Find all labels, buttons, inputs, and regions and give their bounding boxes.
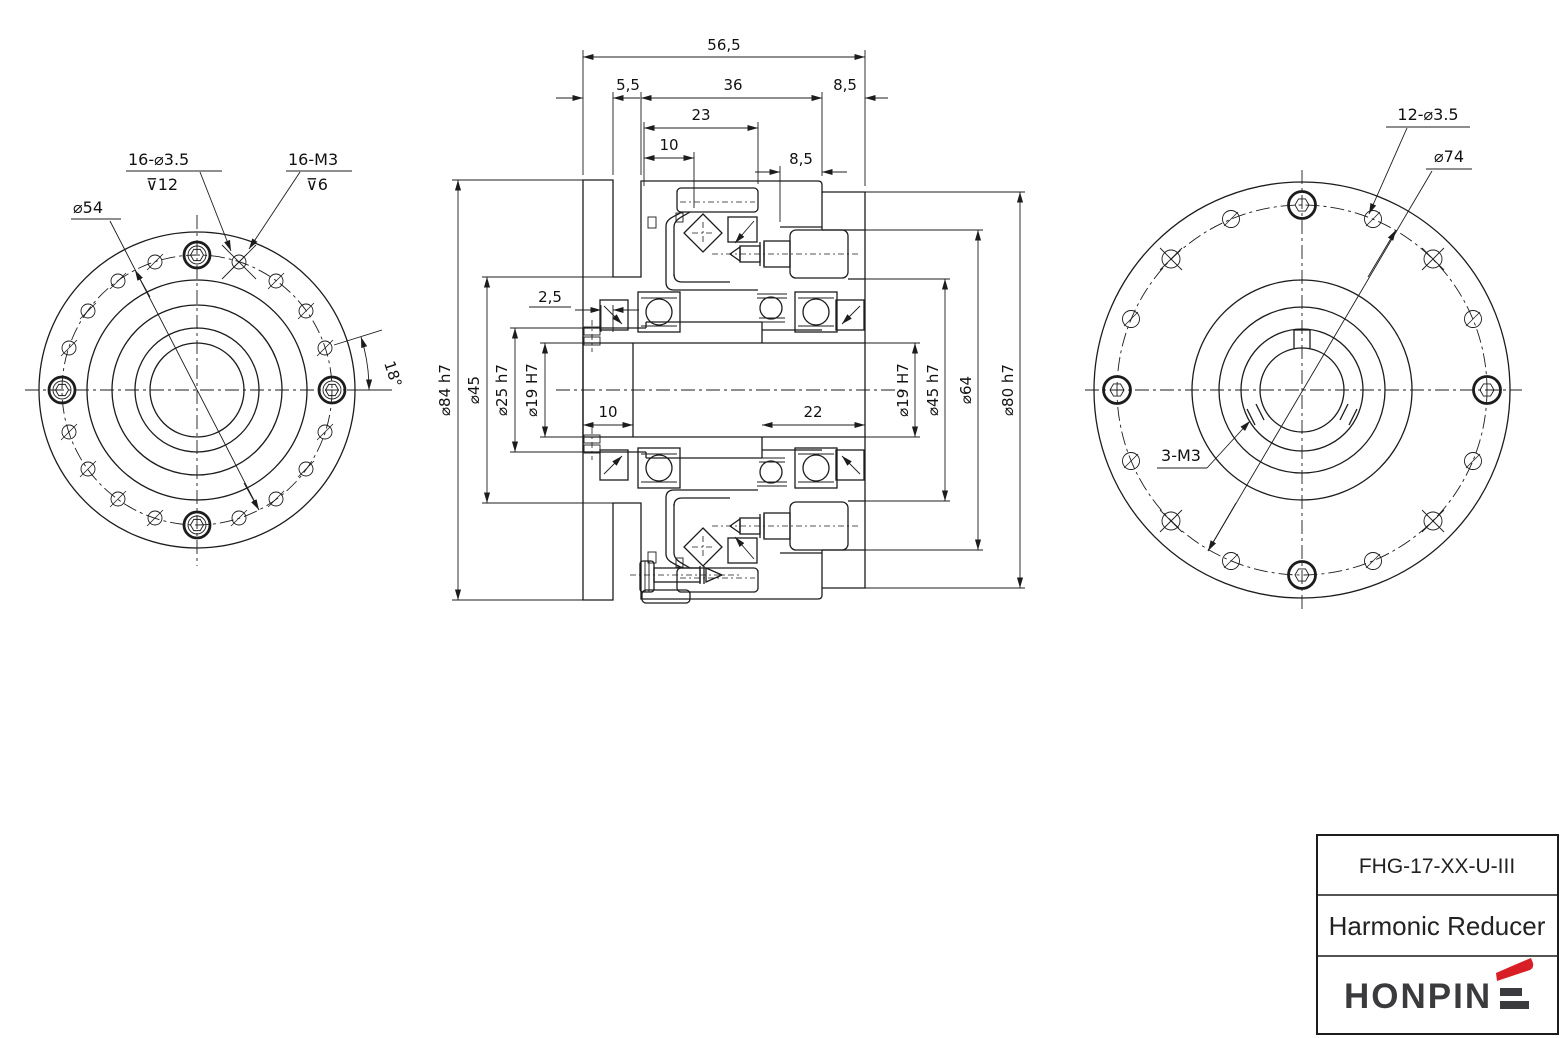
front-hole-leader bbox=[199, 171, 232, 252]
cross-roller-top bbox=[683, 213, 723, 253]
dim-bore-step-left: 10 bbox=[598, 403, 617, 421]
dim-cap-width: 8,5 bbox=[833, 76, 857, 94]
dim-dia-recess: ⌀64 bbox=[957, 376, 975, 404]
end-dia-arrow bbox=[1367, 229, 1397, 278]
dim-cup-length: 23 bbox=[691, 106, 710, 124]
front-bolt-circle bbox=[61, 254, 333, 526]
dim-dia-spigot-left: ⌀45 bbox=[465, 376, 483, 404]
internals-top bbox=[599, 187, 865, 333]
end-hole-leader bbox=[1368, 127, 1408, 215]
end-step-circle-2 bbox=[1218, 306, 1386, 474]
end-bolt-circle bbox=[1116, 204, 1488, 576]
flexspline-flange bbox=[676, 187, 759, 213]
internals-bottom bbox=[599, 447, 865, 604]
end-view: 12-⌀3.5 ⌀74 3-M3 bbox=[1085, 105, 1522, 610]
keyway bbox=[1293, 329, 1311, 349]
end-outer-circle bbox=[1093, 181, 1511, 599]
dim-seal-gap: 2,5 bbox=[538, 288, 562, 306]
front-dia-arrow bbox=[134, 269, 151, 298]
front-step-circle-3 bbox=[134, 327, 260, 453]
angle-arc bbox=[360, 336, 373, 391]
end-bolt-circle-dia: ⌀74 bbox=[1434, 147, 1464, 166]
thread-marks bbox=[1246, 403, 1358, 426]
section-dimensions: 56,5 5,5 36 8,5 23 10 8,5 bbox=[436, 36, 1025, 601]
end-hole-callout: 12-⌀3.5 bbox=[1397, 105, 1458, 124]
bearing-row-top bbox=[637, 291, 838, 333]
front-thread-depth: ⊽6 bbox=[306, 175, 328, 194]
product-name: Harmonic Reducer bbox=[1329, 911, 1546, 941]
end-step-circle-1 bbox=[1191, 279, 1413, 501]
flexspline-wall bbox=[665, 211, 683, 282]
end-dia-leader bbox=[1207, 170, 1433, 552]
section-hatch-block bbox=[835, 299, 865, 331]
dim-flange-width: 5,5 bbox=[616, 76, 640, 94]
dim-dia-bore-right: ⌀19 H7 bbox=[894, 363, 912, 417]
section-hatch-block bbox=[727, 537, 758, 564]
section-hatch-block bbox=[727, 216, 758, 243]
flexspline-wall bbox=[673, 211, 691, 276]
bottom-tab bbox=[641, 589, 691, 604]
end-thread-leader bbox=[1206, 420, 1251, 469]
screw-bottom-right bbox=[712, 501, 858, 551]
dim-cap-inset: 8,5 bbox=[789, 150, 813, 168]
screw-top bbox=[712, 229, 858, 279]
cross-roller-bottom bbox=[683, 527, 723, 567]
dim-dia-spigot-right: ⌀45 h7 bbox=[924, 364, 942, 416]
title-block: FHG-17-XX-U-III Harmonic Reducer HONPIN bbox=[1316, 834, 1559, 1035]
bearing-row-bottom bbox=[637, 447, 838, 489]
section-view: 56,5 5,5 36 8,5 23 10 8,5 bbox=[436, 36, 1025, 604]
front-hole-callout: 16-⌀3.5 bbox=[128, 150, 189, 169]
end-step-circle-3 bbox=[1240, 328, 1364, 452]
model-number: FHG-17-XX-U-III bbox=[1359, 855, 1515, 878]
angle-extension-line bbox=[333, 329, 383, 346]
brand-letter-e bbox=[1496, 958, 1534, 1009]
dim-dia-flange: ⌀84 h7 bbox=[436, 364, 454, 416]
section-hatch-block bbox=[835, 449, 865, 481]
front-thread-leader bbox=[248, 171, 301, 250]
front-bolt-circle-dia: ⌀54 bbox=[73, 198, 103, 217]
front-dia-leader bbox=[109, 220, 260, 511]
brand-accent-swoosh bbox=[1496, 958, 1534, 981]
dim-bore-step-right: 22 bbox=[803, 403, 822, 421]
front-pitch-angle: 18° bbox=[380, 359, 405, 390]
dim-housing-length: 36 bbox=[723, 76, 742, 94]
front-step-circle-2 bbox=[111, 304, 283, 476]
brand-logo: HONPIN bbox=[1344, 958, 1534, 1016]
dim-top-offset: 10 bbox=[659, 136, 678, 154]
front-view: 16-⌀3.5 ⊽12 16-M3 ⊽6 ⌀54 18° bbox=[25, 150, 406, 566]
front-dia-arrow bbox=[243, 482, 260, 511]
front-hole-depth: ⊽12 bbox=[146, 175, 178, 194]
callout-cross-mark bbox=[221, 244, 257, 280]
end-thread-callout: 3-M3 bbox=[1161, 446, 1201, 465]
shaft-section bbox=[582, 321, 865, 459]
end-dia-arrow bbox=[1207, 502, 1237, 552]
front-thread-callout: 16-M3 bbox=[288, 150, 338, 169]
dim-dia-body: ⌀80 h7 bbox=[999, 364, 1017, 416]
screw-bottom-left bbox=[630, 560, 740, 593]
flexspline-flange bbox=[676, 567, 759, 593]
front-bore-circle bbox=[149, 342, 245, 438]
dim-dia-bore-left: ⌀19 H7 bbox=[523, 363, 541, 417]
dim-overall-length: 56,5 bbox=[707, 36, 740, 54]
end-bore-circle bbox=[1259, 347, 1345, 433]
dim-dia-input-hub: ⌀25 h7 bbox=[493, 364, 511, 416]
seal-detail bbox=[583, 320, 601, 460]
section-hatch-block bbox=[599, 299, 629, 331]
brand-text: HONPIN bbox=[1344, 977, 1492, 1016]
section-hatch-block bbox=[599, 449, 629, 481]
front-step-circle-1 bbox=[86, 279, 308, 501]
